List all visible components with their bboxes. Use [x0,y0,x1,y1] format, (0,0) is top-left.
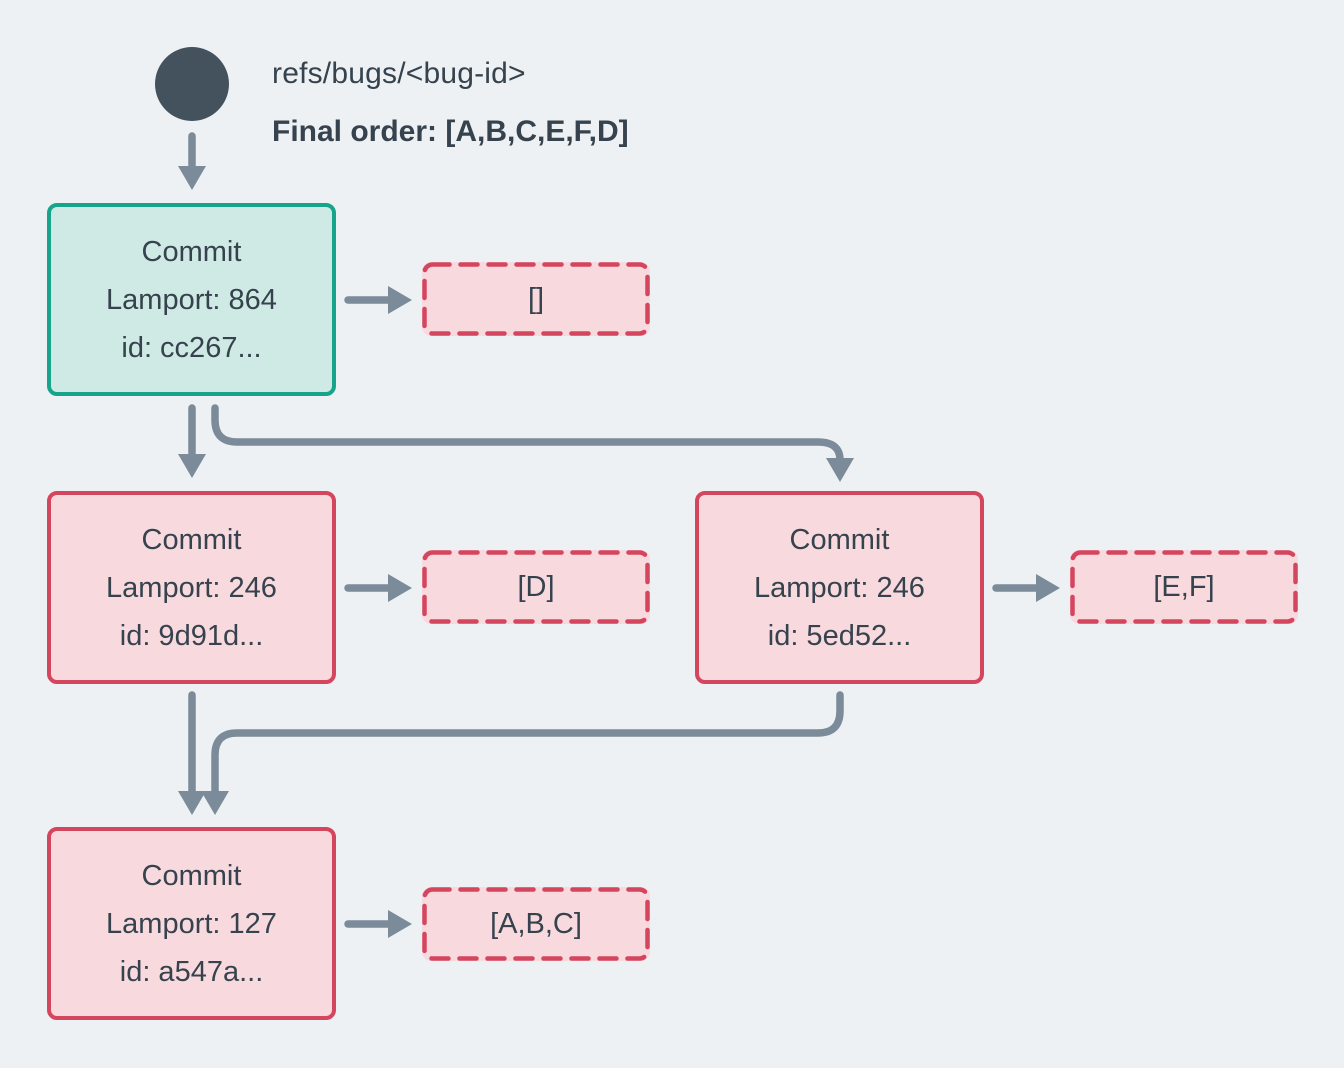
ref-label: refs/bugs/<bug-id> [272,57,526,90]
commit-node-root: Commit Lamport: 864 id: cc267... [47,203,336,396]
commit-id: id: 5ed52... [767,619,912,652]
commit-node-left: Commit Lamport: 246 id: 9d91d... [47,491,336,684]
commit-lamport: Lamport: 864 [106,283,277,316]
ref-circle [155,47,229,121]
commit-title: Commit [141,523,242,556]
dashed-border [422,262,650,336]
commit-title: Commit [141,859,242,892]
commit-node-bottom: Commit Lamport: 127 id: a547a... [47,827,336,1020]
commit-id: id: 9d91d... [119,619,264,652]
commit-lamport: Lamport: 246 [106,571,277,604]
ops-value: [] [527,282,545,315]
commit-lamport: Lamport: 127 [106,907,277,940]
ops-box-left: [D] [422,550,650,624]
edge-root-to-right [211,404,854,482]
dashed-border [422,550,650,624]
commit-lamport: Lamport: 246 [754,571,925,604]
edge-right-to-bottom [201,691,844,815]
ops-box-right: [E,F] [1070,550,1298,624]
commit-id: id: cc267... [121,331,262,364]
commit-node-right: Commit Lamport: 246 id: 5ed52... [695,491,984,684]
final-order-label: Final order: [A,B,C,E,F,D] [272,115,629,148]
ops-value: [D] [517,570,555,603]
ops-box-bottom: [A,B,C] [422,887,650,961]
dashed-border [1070,550,1298,624]
ops-box-root: [] [422,262,650,336]
ops-value: [A,B,C] [490,907,582,940]
dashed-border [422,887,650,961]
ops-value: [E,F] [1153,570,1215,603]
commit-title: Commit [141,235,242,268]
commit-title: Commit [789,523,890,556]
commit-id: id: a547a... [119,955,264,988]
